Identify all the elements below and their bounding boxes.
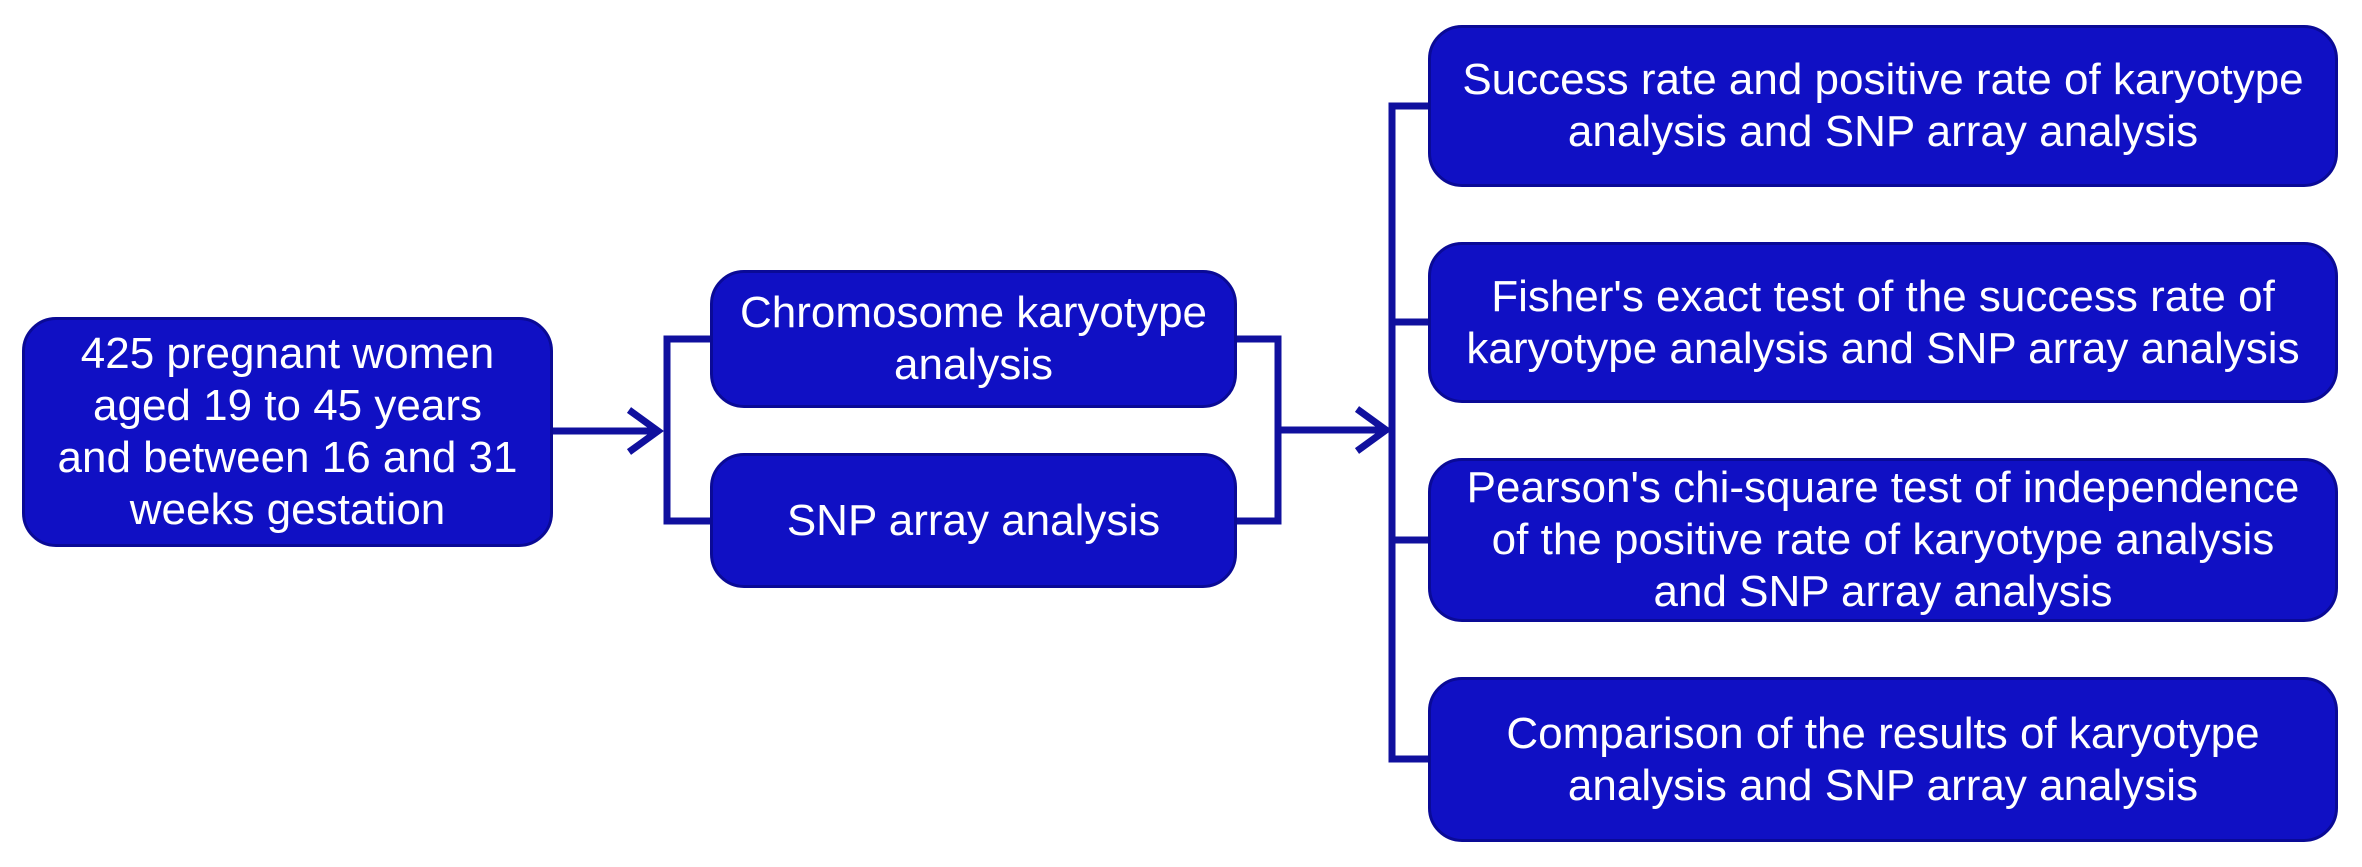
node-outcome-pearson-line: and SNP array analysis — [1653, 567, 2113, 616]
connector-outcomes-trunk — [1388, 102, 1428, 763]
arrowhead-population-arrow — [626, 407, 664, 455]
node-outcome-compare-line: Comparison of the results of karyotype — [1506, 708, 2260, 758]
node-outcome-pearson-line: of the positive rate of karyotype analys… — [1491, 515, 2275, 564]
node-comparison-of-results: Comparison of the results of karyotype a… — [1428, 677, 2338, 842]
node-snp-array-analysis: SNP array analysis — [710, 453, 1237, 588]
node-karyotype-method-line: analysis — [894, 340, 1053, 389]
node-population-line: weeks gestation — [129, 485, 446, 534]
node-pearsons-chi-square-test: Pearson's chi-square test of independenc… — [1428, 458, 2338, 622]
node-population-line: aged 19 to 45 years — [93, 381, 482, 430]
node-population: 425 pregnant women aged 19 to 45 years a… — [22, 317, 553, 547]
node-karyotype-method-line: Chromosome karyotype — [739, 288, 1208, 337]
node-outcome-fisher-line: Fisher's exact test of the success rate … — [1491, 271, 2275, 321]
connector-methods-collector — [1237, 335, 1282, 525]
connector-methods-bracket — [663, 335, 710, 525]
node-outcome-fisher-line: karyotype analysis and SNP array analysi… — [1466, 323, 2300, 373]
node-outcome-pearson-line: Pearson's chi-square test of independenc… — [1466, 463, 2300, 512]
node-success-and-positive-rate: Success rate and positive rate of karyot… — [1428, 25, 2338, 187]
node-fishers-exact-test: Fisher's exact test of the success rate … — [1428, 242, 2338, 403]
node-snp-method-line: SNP array analysis — [786, 495, 1161, 545]
node-population-line: and between 16 and 31 — [57, 433, 518, 482]
arrowhead-outcomes-arrow — [1354, 406, 1392, 454]
node-chromosome-karyotype-analysis: Chromosome karyotype analysis — [710, 270, 1237, 408]
node-outcome-compare-line: analysis and SNP array analysis — [1567, 760, 2199, 810]
node-outcome-rates-line: analysis and SNP array analysis — [1567, 107, 2199, 156]
node-outcome-rates-line: Success rate and positive rate of karyot… — [1462, 55, 2304, 104]
node-population-line: 425 pregnant women — [80, 329, 495, 378]
